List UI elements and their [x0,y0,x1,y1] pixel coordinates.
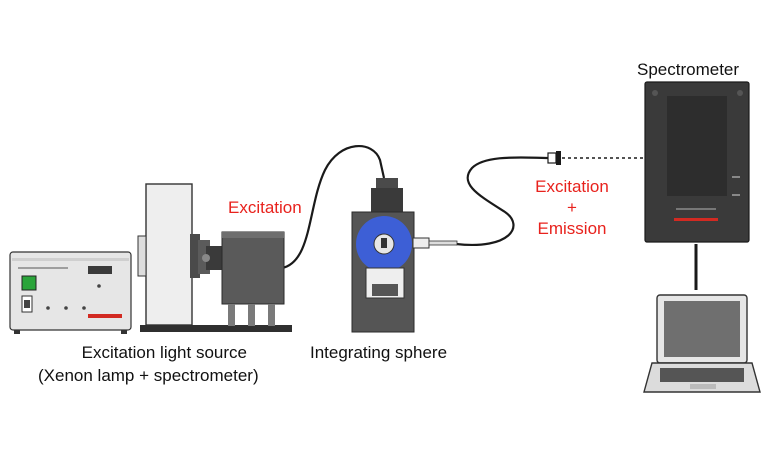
excitation-cable [281,145,386,270]
light-source-label: Excitation light source (Xenon lamp + sp… [38,343,259,386]
power-supply-icon [9,251,132,334]
xenon-lamp-housing-icon [137,183,222,326]
excitation-emission-label: Excitation + Emission [526,176,618,239]
monochromator-icon [140,231,292,332]
excitation-emission-line1: Excitation [535,177,609,196]
excitation-beam-label: Excitation [228,198,302,217]
excitation-emission-line2: + [567,198,577,217]
integrating-sphere-label: Integrating sphere [310,343,448,362]
excitation-emission-line3: Emission [537,219,607,238]
emission-cable [455,156,553,247]
integrating-sphere-icon [351,178,458,333]
fiber-connector-icon [547,151,561,165]
spectrometer-icon [644,81,750,243]
laptop-icon [643,294,761,393]
spectrometer-label: Spectrometer [637,60,740,79]
light-source-label-line2: (Xenon lamp + spectrometer) [38,366,259,385]
light-source-label-line1: Excitation light source [81,343,247,362]
